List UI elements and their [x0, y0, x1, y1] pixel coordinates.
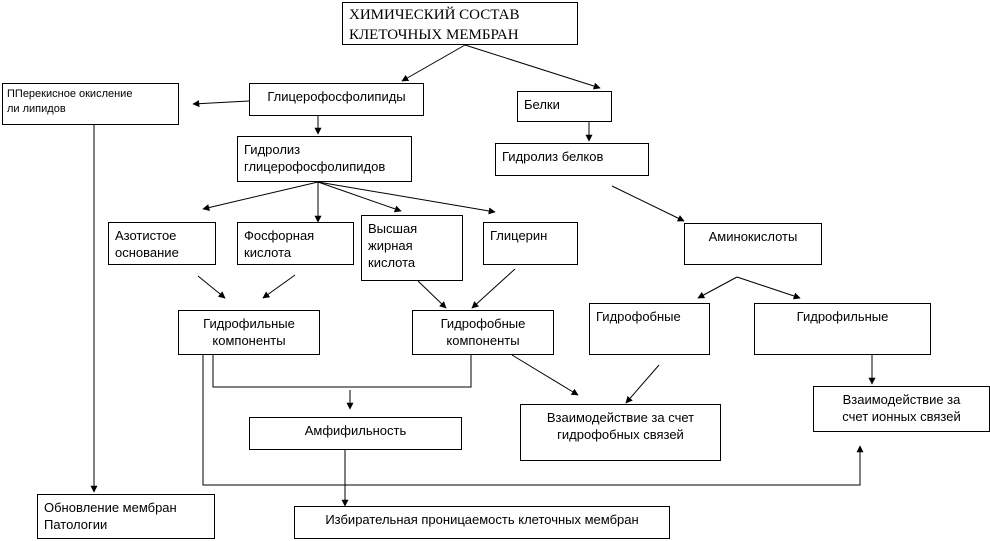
arrow-root-to-glycerophospholipids — [401, 44, 466, 82]
node-hydrophobic-interaction: Взаимодействие за счет гидрофобных связе… — [520, 404, 721, 461]
arrow-hydrolysis-to-fatty-acid — [317, 181, 402, 213]
node-amphiphilicity: Амфифильность — [249, 417, 462, 450]
arrow-amino-acids-to-hydrophobic — [697, 276, 738, 299]
node-membrane-renewal: Обновление мембран Патологии — [37, 494, 215, 539]
node-fatty-acid: Высшая жирная кислота — [361, 215, 463, 281]
node-ionic-interaction: Взаимодействие за счет ионных связей — [813, 386, 990, 432]
connector-components-merge — [212, 355, 472, 388]
node-amino-acids: Аминокислоты — [684, 223, 822, 265]
node-hydrophilic-components: Гидрофильные компоненты — [178, 310, 320, 355]
arrow-amino-acids-to-hydrophilic — [736, 276, 801, 300]
arrow-hydrophilic-components-to-ionic-interaction — [202, 355, 864, 486]
arrow-hydrophobic-components-to-hydrophobic-interaction — [511, 354, 579, 396]
node-peroxide-oxidation: ППерекисное окисление ли липидов — [2, 83, 179, 125]
arrow-phosphoric-acid-to-hydrophilic — [262, 274, 296, 299]
node-hydrophilic: Гидрофильные — [754, 303, 931, 355]
node-hydrophobic-components: Гидрофобные компоненты — [412, 310, 554, 355]
node-hydrophobic: Гидрофобные — [589, 303, 710, 355]
arrow-glycerol-to-hydrophobic — [471, 268, 516, 309]
arrow-hydrolysis-to-nitrogen-base — [202, 181, 319, 211]
node-root: ХИМИЧЕСКИЙ СОСТАВ КЛЕТОЧНЫХ МЕМБРАН — [342, 2, 578, 45]
arrow-glycerophospholipids-to-peroxide — [192, 100, 250, 108]
arrow-root-to-proteins — [464, 44, 601, 90]
node-selective-permeability: Избирательная проницаемость клеточных ме… — [294, 506, 670, 539]
arrow-nitrogen-base-to-hydrophilic — [197, 275, 226, 299]
node-phosphoric-acid: Фосфорная кислота — [237, 222, 354, 265]
node-hydrolysis-glycerophospholipids: Гидролиз глицерофосфолипидов — [237, 136, 412, 182]
node-hydrolysis-proteins: Гидролиз белков — [495, 143, 649, 176]
arrow-hydrolysis-to-glycerol — [317, 181, 496, 215]
node-proteins: Белки — [517, 91, 612, 122]
arrow-fatty-acid-to-hydrophobic — [417, 280, 447, 309]
arrow-hydrophobic-to-hydrophobic-interaction — [625, 364, 660, 404]
arrow-hydrolysis-proteins-to-amino-acids — [611, 185, 685, 222]
node-nitrogen-base: Азотистое основание — [108, 222, 216, 265]
node-glycerophospholipids: Глицерофосфолипиды — [249, 83, 424, 116]
node-glycerol: Глицерин — [483, 222, 578, 265]
